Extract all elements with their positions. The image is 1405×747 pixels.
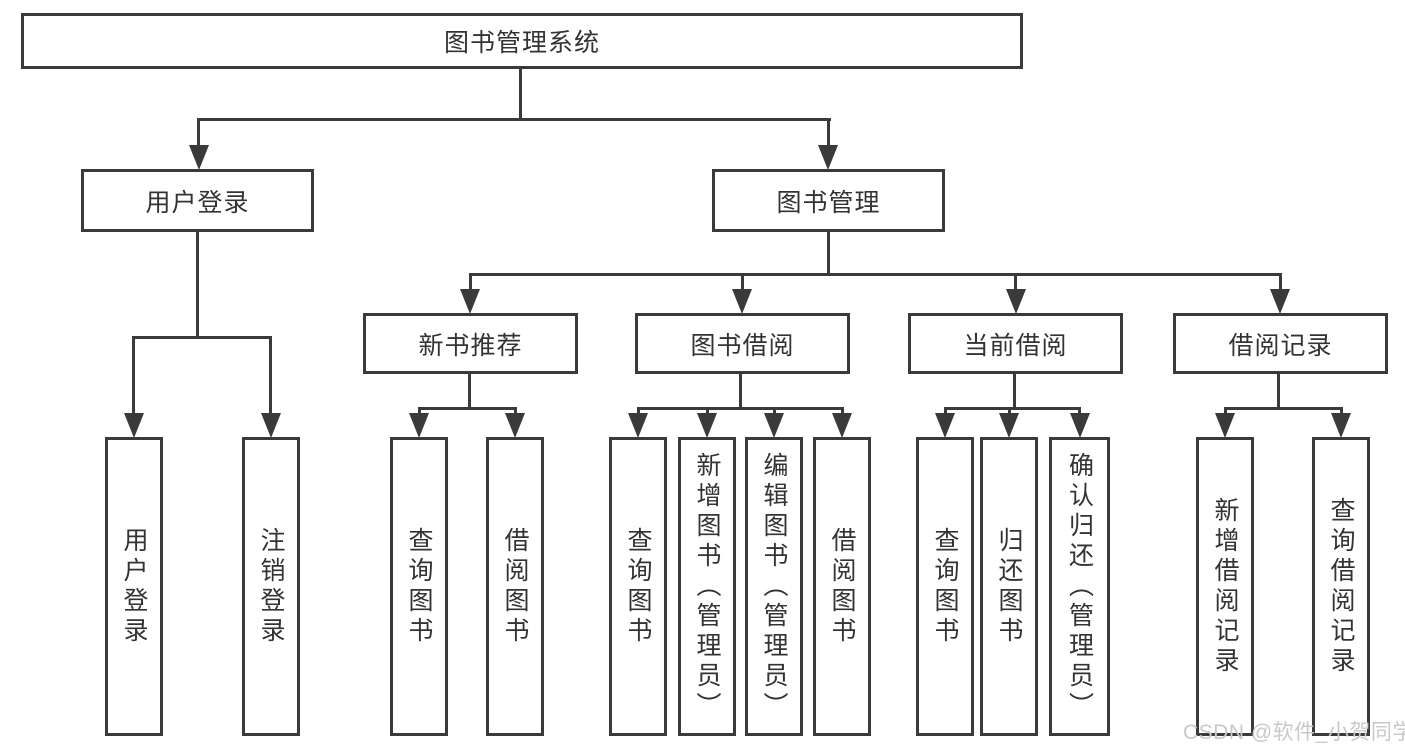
connector-line — [133, 336, 272, 339]
connector-line — [469, 273, 1280, 276]
connector-line — [196, 232, 199, 339]
connector-line — [741, 273, 744, 291]
leaf-logout: 注销登录 — [242, 437, 300, 736]
arrowhead-down-icon — [1070, 413, 1090, 438]
leaf-edit-books-admin: 编辑图书（管理员） — [745, 437, 803, 736]
arrowhead-down-icon — [505, 413, 525, 438]
connector-line — [514, 407, 517, 417]
connector-line — [418, 407, 421, 417]
arrowhead-down-icon — [460, 289, 480, 314]
leaf-add-borrow-record: 新增借阅记录 — [1196, 437, 1254, 736]
node-book-borrowing: 图书借阅 — [635, 313, 850, 374]
connector-line — [1014, 273, 1017, 291]
connector-line — [1225, 407, 1342, 410]
leaf-query-books-recommend: 查询图书 — [390, 437, 448, 736]
arrowhead-down-icon — [1006, 289, 1026, 314]
node-current-borrowing: 当前借阅 — [908, 313, 1123, 374]
csdn-watermark: CSDN @软件_小贺同学 — [1183, 721, 1405, 744]
arrowhead-down-icon — [1270, 289, 1290, 314]
connector-line — [197, 118, 831, 121]
leaf-add-books-admin: 新增图书（管理员） — [678, 437, 736, 736]
node-user-login: 用户登录 — [81, 169, 314, 232]
connector-line — [1277, 374, 1280, 410]
arrowhead-down-icon — [1215, 413, 1235, 438]
connector-line — [945, 407, 1080, 410]
connector-line — [739, 374, 742, 410]
connector-line — [519, 67, 522, 121]
connector-line — [1224, 407, 1227, 417]
connector-line — [1008, 407, 1011, 417]
leaf-borrow-books: 借阅图书 — [813, 437, 871, 736]
connector-line — [944, 407, 947, 417]
connector-line — [827, 232, 830, 276]
leaf-query-books-current: 查询图书 — [916, 437, 974, 736]
leaf-user-login: 用户登录 — [105, 437, 163, 736]
connector-line — [841, 407, 844, 417]
arrowhead-down-icon — [261, 413, 281, 438]
connector-line — [469, 273, 472, 291]
arrowhead-down-icon — [697, 413, 717, 438]
connector-line — [197, 118, 200, 147]
connector-line — [269, 336, 272, 415]
connector-line — [827, 118, 830, 147]
arrowhead-down-icon — [818, 145, 838, 170]
leaf-query-borrow-record: 查询借阅记录 — [1312, 437, 1370, 736]
arrowhead-down-icon — [732, 289, 752, 314]
arrowhead-down-icon — [935, 413, 955, 438]
arrowhead-down-icon — [124, 413, 144, 438]
arrowhead-down-icon — [1331, 413, 1351, 438]
connector-line — [637, 407, 640, 417]
leaf-confirm-return-admin: 确认归还（管理员） — [1049, 437, 1110, 736]
node-new-book-recommendation: 新书推荐 — [363, 313, 578, 374]
connector-line — [773, 407, 776, 417]
arrowhead-down-icon — [189, 145, 209, 170]
node-borrowing-records: 借阅记录 — [1173, 313, 1388, 374]
arrowhead-down-icon — [409, 413, 429, 438]
node-book-management: 图书管理 — [712, 169, 945, 232]
leaf-return-books: 归还图书 — [980, 437, 1038, 736]
connector-line — [1078, 407, 1081, 417]
arrowhead-down-icon — [832, 413, 852, 438]
connector-line — [706, 407, 709, 417]
connector-line — [1013, 374, 1016, 410]
connector-line — [132, 336, 135, 415]
connector-line — [468, 374, 471, 410]
connector-line — [1340, 407, 1343, 417]
node-library-management-system: 图书管理系统 — [21, 13, 1023, 69]
connector-line — [637, 407, 843, 410]
arrowhead-down-icon — [764, 413, 784, 438]
leaf-query-books-borrow: 查询图书 — [609, 437, 667, 736]
connector-line — [1279, 273, 1282, 291]
leaf-borrow-books-recommend: 借阅图书 — [486, 437, 544, 736]
arrowhead-down-icon — [628, 413, 648, 438]
connector-line — [418, 407, 517, 410]
arrowhead-down-icon — [999, 413, 1019, 438]
